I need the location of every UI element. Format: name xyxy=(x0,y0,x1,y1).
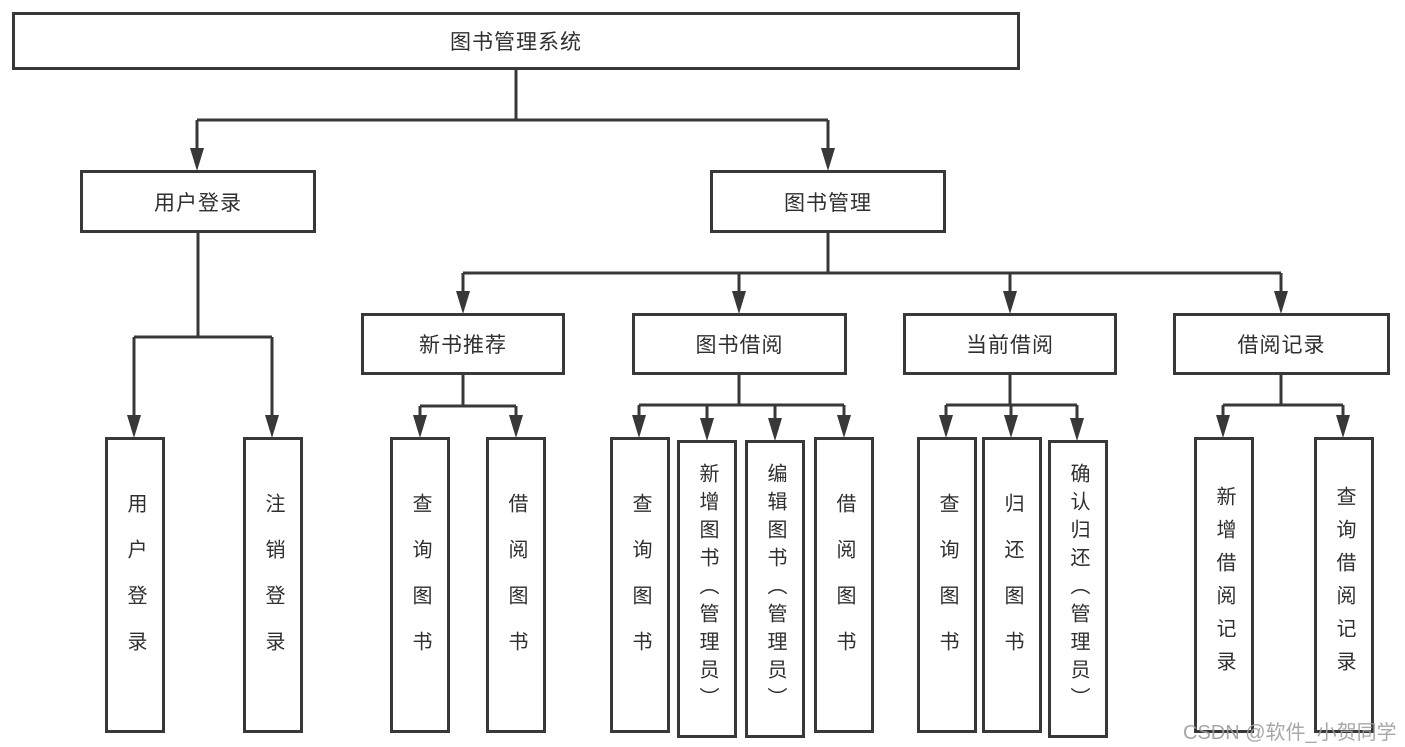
node-return-books: 归还图书 xyxy=(982,437,1042,733)
node-add-borrow-record: 新增借阅记录 xyxy=(1194,437,1254,733)
node-label: 新增借阅记录 xyxy=(1213,486,1235,684)
node-label: 用户登录 xyxy=(154,191,242,215)
node-label: 查询图书 xyxy=(936,493,958,677)
node-query-borrow-record: 查询借阅记录 xyxy=(1314,437,1374,733)
node-book-management: 图书管理 xyxy=(710,170,946,233)
node-label: 注销登录 xyxy=(262,493,284,677)
node-label: 图书管理 xyxy=(784,191,872,215)
node-label: 归还图书 xyxy=(1001,493,1023,677)
node-label: 借阅记录 xyxy=(1237,334,1326,357)
node-library-system: 图书管理系统 xyxy=(12,12,1020,70)
node-user-login-leaf: 用户登录 xyxy=(105,437,165,733)
node-query-books: 查询图书 xyxy=(917,437,977,733)
node-add-books-admin: 新增图书（管理员） xyxy=(677,440,737,738)
node-query-books: 查询图书 xyxy=(610,437,670,733)
node-label: 新书推荐 xyxy=(419,334,507,357)
node-borrow-books: 借阅图书 xyxy=(814,437,874,733)
csdn-watermark: CSDN @软件_小贺同学 xyxy=(1183,722,1397,744)
node-confirm-return-admin: 确认归还（管理员） xyxy=(1048,440,1108,738)
node-borrowing-records: 借阅记录 xyxy=(1173,313,1390,375)
node-label: 编辑图书（管理员） xyxy=(764,463,786,715)
node-user-login: 用户登录 xyxy=(80,170,316,233)
node-label: 图书管理系统 xyxy=(450,31,582,54)
node-label: 查询图书 xyxy=(409,493,431,677)
node-label: 确认归还（管理员） xyxy=(1067,463,1089,715)
node-edit-books-admin: 编辑图书（管理员） xyxy=(745,440,805,738)
node-label: 新增图书（管理员） xyxy=(696,463,718,715)
node-book-borrowing: 图书借阅 xyxy=(632,313,847,375)
node-borrow-books: 借阅图书 xyxy=(486,437,546,733)
node-label: 当前借阅 xyxy=(966,334,1054,357)
node-current-borrowing: 当前借阅 xyxy=(903,313,1117,375)
node-label: 图书借阅 xyxy=(695,334,784,357)
node-logout: 注销登录 xyxy=(243,437,303,733)
node-label: 借阅图书 xyxy=(505,493,527,677)
node-label: 借阅图书 xyxy=(833,493,855,677)
node-query-books: 查询图书 xyxy=(390,437,450,733)
node-label: 查询借阅记录 xyxy=(1333,486,1355,684)
node-new-book-recommendation: 新书推荐 xyxy=(361,313,565,375)
node-label: 用户登录 xyxy=(124,493,146,677)
node-label: 查询图书 xyxy=(629,493,651,677)
